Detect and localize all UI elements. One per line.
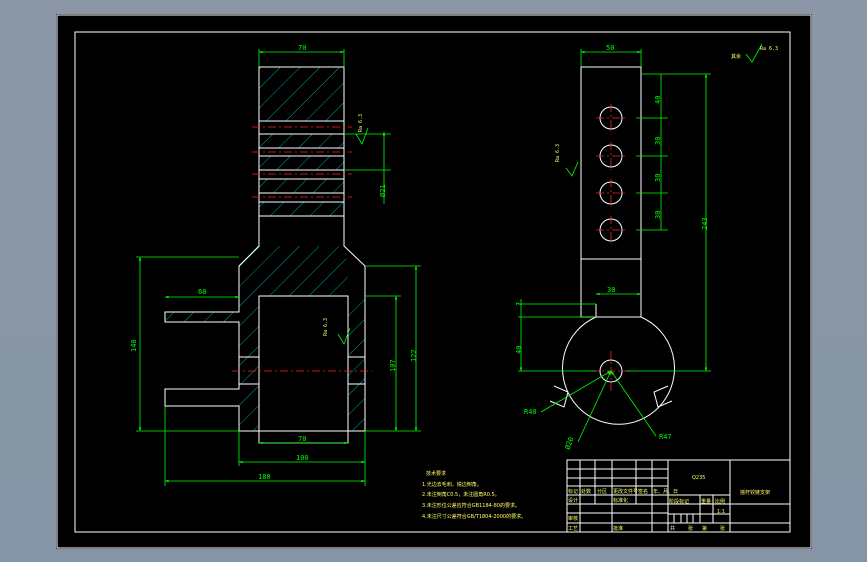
dim-left-bore: Ø21	[379, 184, 387, 197]
tb-cell-date: 年、月、日	[653, 488, 678, 495]
dim-left-inner: 70	[298, 435, 306, 443]
dim-right-hole-4: 30	[654, 211, 662, 219]
hatch-band-3	[259, 179, 344, 193]
tb-part-name: 摇杆铰链支架	[740, 489, 770, 496]
roughness-global-prefix: 其余	[731, 53, 741, 60]
tb-sheet-total: 共	[670, 525, 675, 532]
tb-cell-standard: 标准化	[613, 497, 628, 504]
outer-border	[56, 14, 812, 549]
left-cavity	[258, 295, 349, 444]
dim-right-hole-1: 40	[654, 96, 662, 104]
dim-right-bore: Ø20	[564, 436, 576, 451]
hatch-left-wall	[239, 296, 259, 431]
hatch-right-wall	[348, 296, 365, 431]
dim-right-r47: R47	[659, 433, 672, 441]
tb-cell-process: 工艺	[568, 526, 578, 532]
drawing-canvas: 70 60 140 70 100 180 122 107 Ø21 Ra 6.3 …	[56, 14, 812, 549]
bore-hole	[599, 359, 623, 383]
dim-left-mid: 100	[296, 454, 309, 462]
tb-weight: 重量	[701, 498, 711, 505]
tb-stage: 阶段标记	[669, 498, 689, 505]
title-block: Q235 摇杆铰链支架 阶段标记 重量 比例 1:1 共 张 第 张 标记 处数…	[566, 459, 791, 533]
dim-left-top: 70	[298, 44, 306, 52]
tb-sheet-total-unit: 张	[688, 525, 693, 532]
dim-right-step-height: 40	[515, 346, 523, 354]
roughness-right: Ra 6.3	[555, 144, 561, 162]
tb-material: Q235	[692, 475, 705, 481]
dim-left-right-inner: 107	[389, 359, 397, 372]
roughness-global: Ra 6.3	[760, 46, 778, 52]
hatch-top	[259, 67, 344, 121]
hatch-band-2	[259, 156, 344, 170]
dim-right-step: 7	[515, 302, 523, 306]
dim-right-length: 243	[701, 217, 709, 230]
tb-cell-mark: 标记	[568, 488, 578, 495]
dim-left-right-outer: 122	[410, 349, 418, 362]
notes-heading: 技术要求	[426, 470, 446, 477]
dim-right-top: 50	[606, 44, 614, 52]
note-2: 2.未注倒角C0.5，未注圆角R0.5。	[422, 491, 500, 498]
slot-right	[653, 385, 673, 408]
dim-right-hole-2: 30	[654, 137, 662, 145]
note-4: 4.未注尺寸公差符合GB/T1804-2000的要求。	[422, 513, 526, 520]
tb-cell-review: 审核	[568, 515, 578, 522]
tb-cell-change: 更改文件号	[613, 488, 638, 495]
hatch-band-4	[259, 202, 344, 216]
tb-cell-design: 设计	[568, 497, 578, 504]
inner-border	[74, 31, 791, 533]
hatch-band-1	[259, 134, 344, 148]
right-view: 50 40 30 30 30 243 30 7 40 R40 Ø20 R47 R…	[515, 43, 778, 451]
dim-left-flange: 60	[198, 288, 206, 296]
technical-notes: 技术要求 1.光边去毛刺，锐边倒角。 2.未注倒角C0.5，未注圆角R0.5。 …	[422, 470, 526, 520]
tb-sheet-no: 第	[702, 525, 707, 532]
note-3: 3.未注形位公差应符合GB1184-80的要求。	[422, 502, 520, 509]
left-section-view: 70 60 140 70 100 180 122 107 Ø21 Ra 6.3 …	[130, 44, 421, 486]
dim-right-hole-3: 30	[654, 174, 662, 182]
hatch-flange	[165, 312, 240, 322]
dim-left-height: 140	[130, 339, 138, 352]
dim-left-base: 180	[258, 473, 271, 481]
tb-scale-value: 1:1	[717, 509, 725, 515]
tb-scale: 比例	[715, 498, 725, 505]
dim-right-r40: R40	[524, 408, 537, 416]
roughness-left-a: Ra 6.3	[358, 114, 364, 132]
right-outline	[562, 66, 675, 425]
tb-cell-count: 处数	[581, 488, 591, 495]
note-1: 1.光边去毛刺，锐边倒角。	[422, 481, 482, 488]
tb-cell-approve: 批准	[613, 525, 623, 532]
hatch-shoulder	[239, 246, 348, 296]
tb-sheet-no-unit: 张	[720, 525, 725, 532]
dim-right-neck: 30	[607, 286, 615, 294]
drawing-sheet: 70 60 140 70 100 180 122 107 Ø21 Ra 6.3 …	[56, 14, 812, 549]
roughness-left-b: Ra 6.3	[323, 318, 329, 336]
slot-left	[549, 385, 569, 408]
tb-cell-sign: 签名	[638, 488, 648, 495]
tb-cell-zone: 分区	[597, 488, 607, 495]
